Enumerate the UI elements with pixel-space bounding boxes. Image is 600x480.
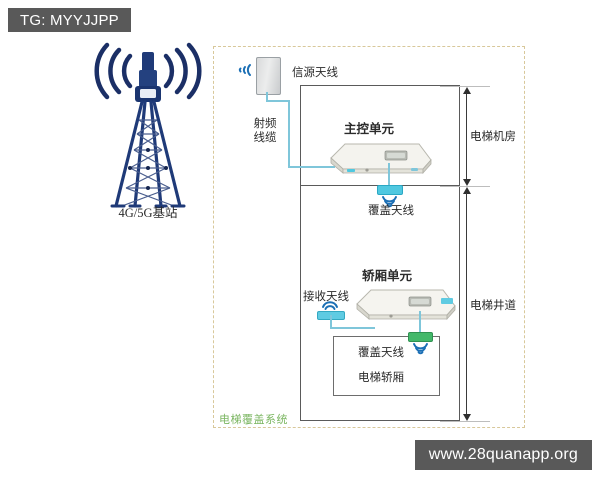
machine-room-label: 电梯机房 <box>470 131 516 143</box>
watermark-top-left: TG: MYYJJPP <box>8 8 131 32</box>
receiving-antenna-cable <box>330 315 332 329</box>
elevator-car-label: 电梯轿厢 <box>358 372 404 384</box>
base-station-graphic: 4G/5G基站 <box>82 42 214 224</box>
dimension-tick <box>440 421 490 422</box>
dimension-tick <box>440 186 490 187</box>
coverage-antenna-car-label: 覆盖天线 <box>358 347 404 359</box>
source-antenna-label: 信源天线 <box>292 67 338 79</box>
coverage-antenna-cable <box>388 163 390 187</box>
receiving-antenna-cable <box>330 327 375 329</box>
arrow-up-icon <box>463 87 471 94</box>
signal-waves-icon <box>412 341 429 360</box>
receiving-antenna-label: 接收天线 <box>303 291 349 303</box>
cell-tower-icon <box>94 42 202 208</box>
car-unit-icon <box>353 284 459 327</box>
coverage-antenna-machine-room-icon <box>377 185 403 195</box>
rf-cable-segment <box>288 100 290 168</box>
arrow-down-icon <box>463 414 471 421</box>
signal-waves-icon <box>236 62 254 83</box>
rf-cable-label: 射频线缆 <box>253 118 277 144</box>
rf-cable-segment <box>266 100 290 102</box>
coverage-antenna-car-icon <box>408 332 433 342</box>
signal-waves-icon <box>381 194 398 213</box>
elevator-coverage-system-label: 电梯覆盖系统 <box>219 414 288 426</box>
base-station-label: 4G/5G基站 <box>118 206 178 220</box>
shaft-label: 电梯井道 <box>470 300 516 312</box>
main-unit-label: 主控单元 <box>344 122 395 136</box>
car-coverage-antenna-cable <box>419 311 421 333</box>
coverage-antenna-machine-room-label: 覆盖天线 <box>368 205 414 217</box>
shaft-dimension-line <box>466 193 468 415</box>
arrow-up-icon <box>463 187 471 194</box>
signal-waves-icon <box>321 297 339 316</box>
rf-cable-segment <box>266 92 268 102</box>
arrow-down-icon <box>463 179 471 186</box>
machine-room-dimension-line <box>466 92 468 180</box>
elevator-car-box <box>333 336 440 396</box>
panel-antenna-icon <box>256 57 281 95</box>
rf-cable-segment <box>288 166 335 168</box>
dimension-tick <box>440 86 490 87</box>
watermark-bottom-right: www.28quanapp.org <box>414 440 592 470</box>
elevator-coverage-system-frame <box>213 46 525 428</box>
car-unit-label: 轿厢单元 <box>362 269 413 283</box>
main-control-unit-icon <box>327 138 435 181</box>
